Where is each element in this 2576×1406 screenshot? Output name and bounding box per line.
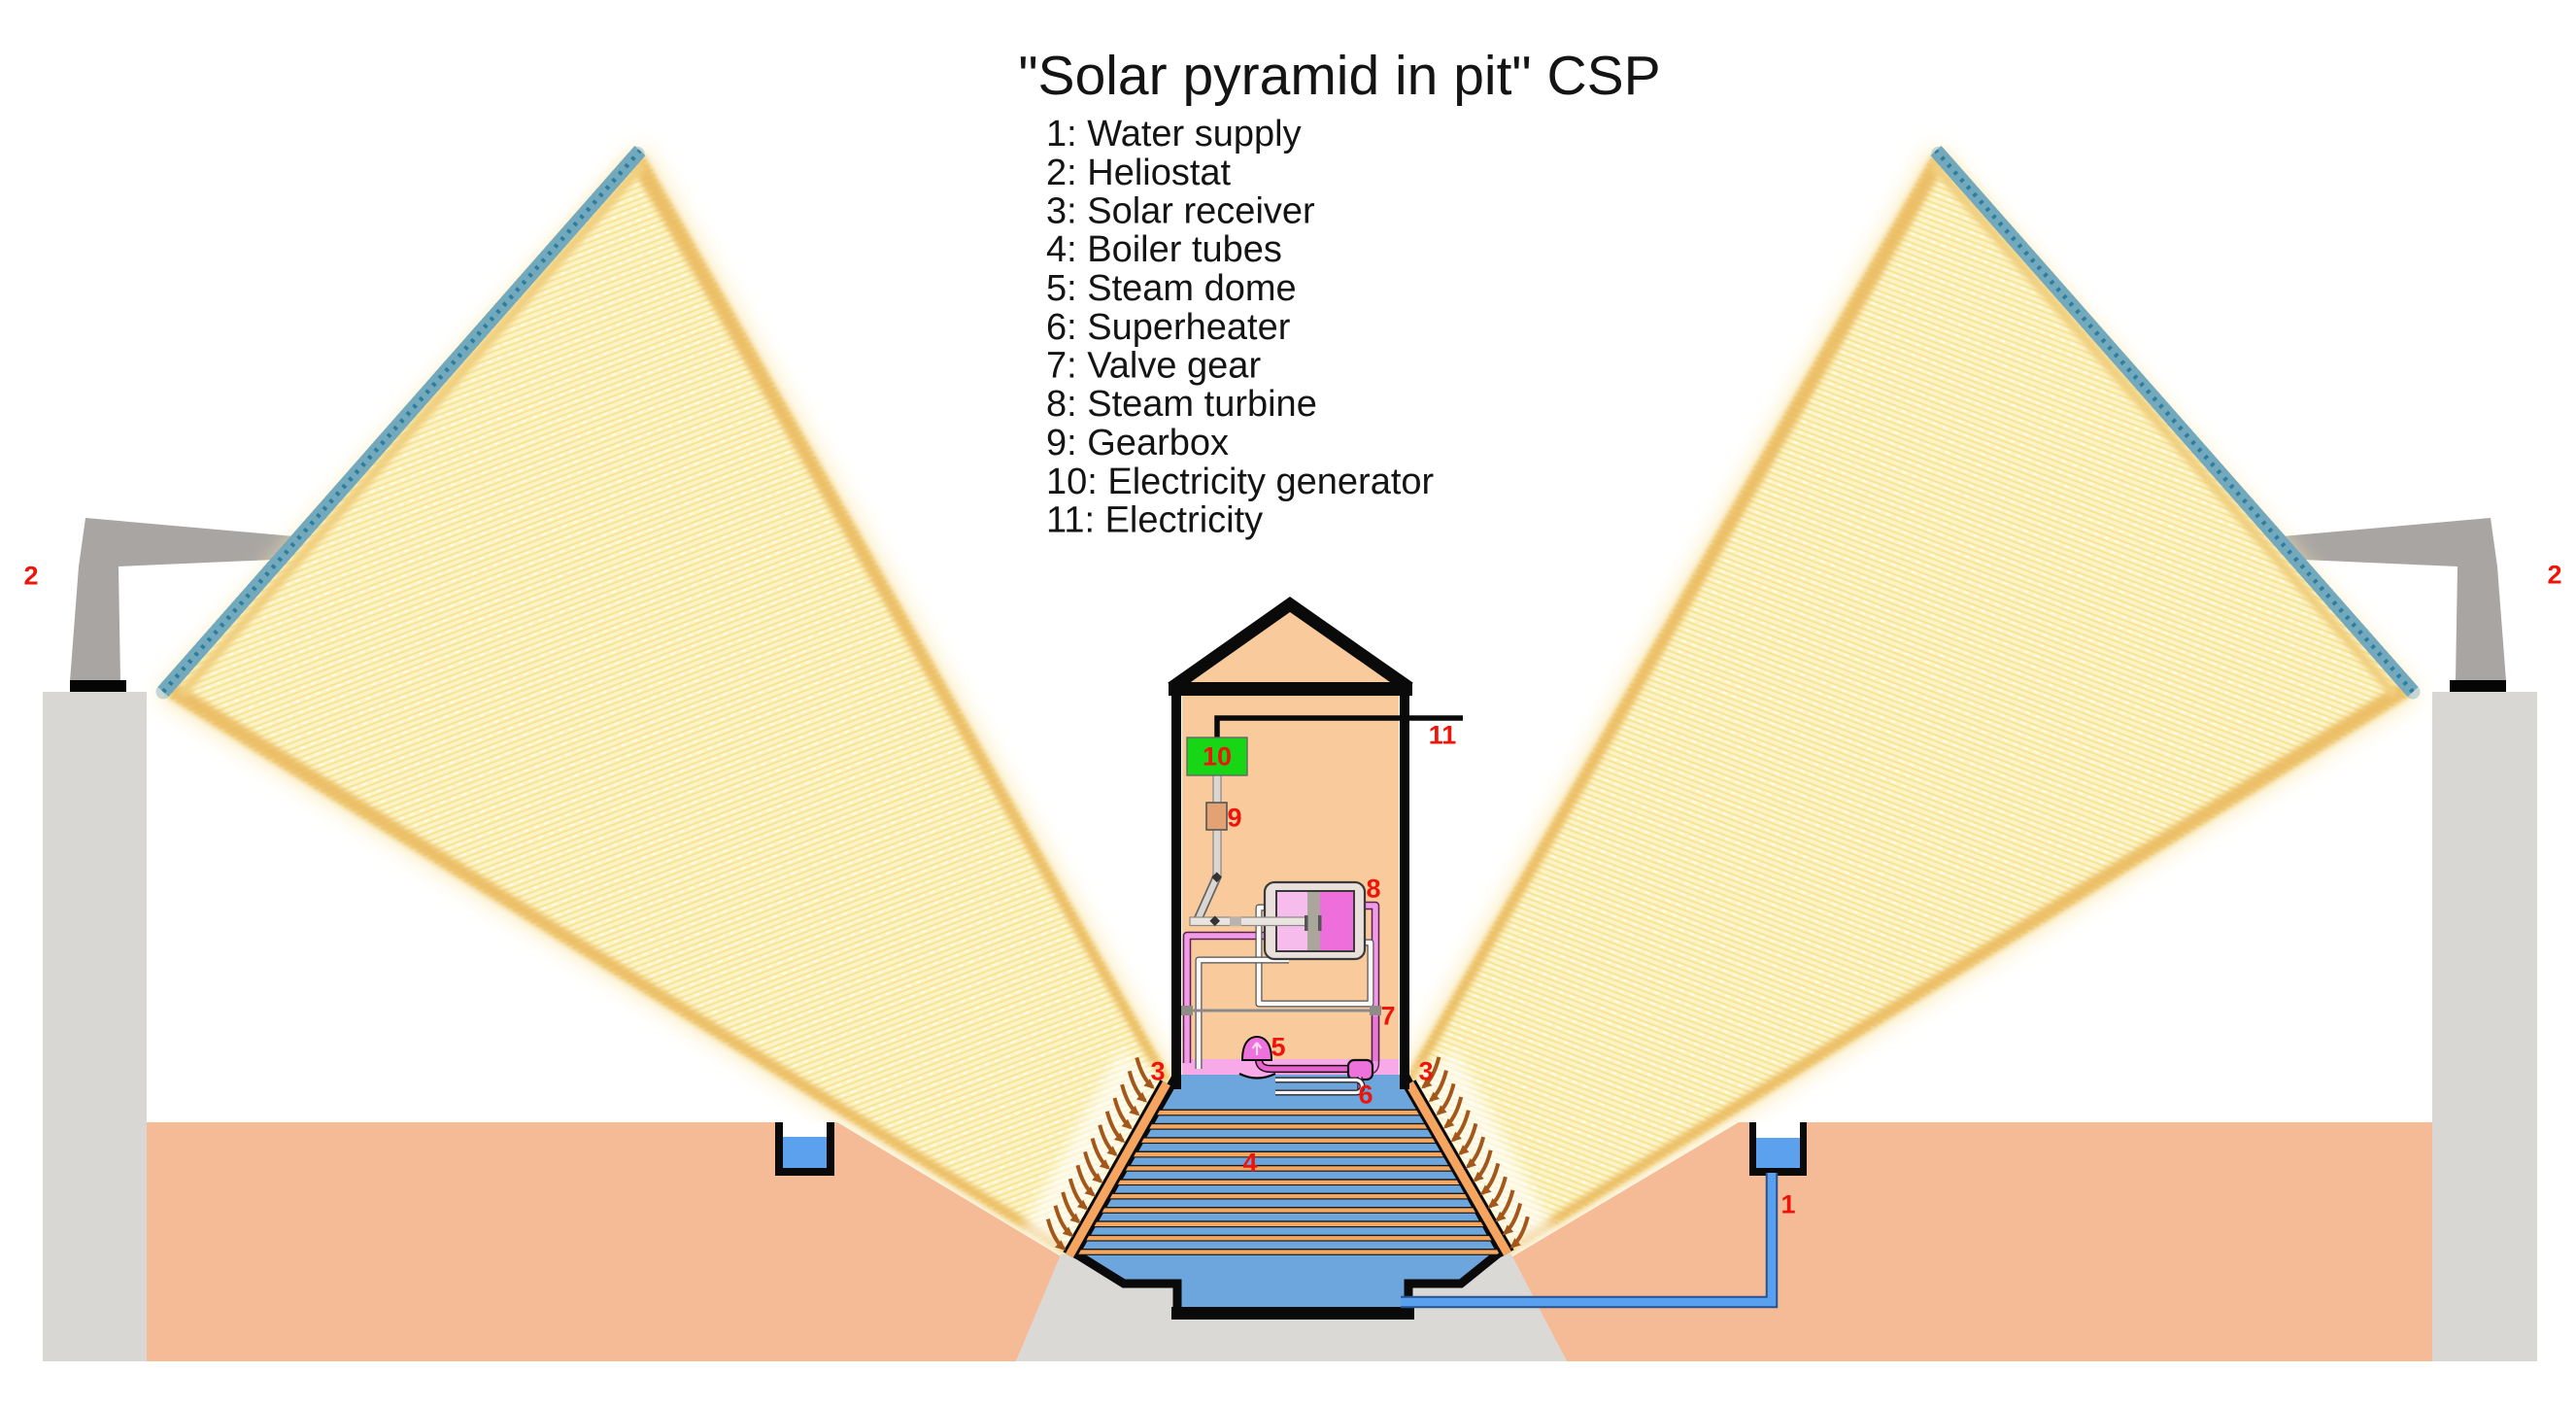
svg-text:4: Boiler tubes: 4: Boiler tubes xyxy=(1046,229,1282,270)
svg-text:3: 3 xyxy=(1418,1057,1433,1086)
svg-text:3: 3 xyxy=(1150,1057,1165,1086)
svg-text:5: Steam dome: 5: Steam dome xyxy=(1046,268,1297,309)
svg-text:6: 6 xyxy=(1358,1080,1373,1110)
svg-text:"Solar pyramid in pit" CSP: "Solar pyramid in pit" CSP xyxy=(1018,45,1660,107)
svg-text:7: Valve gear: 7: Valve gear xyxy=(1046,346,1261,387)
svg-text:8: 8 xyxy=(1366,874,1380,904)
svg-text:2: Heliostat: 2: Heliostat xyxy=(1046,153,1232,193)
svg-text:8: Steam turbine: 8: Steam turbine xyxy=(1046,384,1317,425)
svg-text:1: Water supply: 1: Water supply xyxy=(1046,114,1302,154)
svg-text:5: 5 xyxy=(1271,1033,1285,1062)
svg-text:3: Solar receiver: 3: Solar receiver xyxy=(1046,191,1315,232)
svg-text:10: 10 xyxy=(1203,742,1232,772)
svg-text:4: 4 xyxy=(1242,1149,1257,1178)
svg-text:9: 9 xyxy=(1227,804,1241,833)
svg-text:1: 1 xyxy=(1780,1190,1795,1219)
svg-text:11: 11 xyxy=(1429,721,1457,750)
svg-text:7: 7 xyxy=(1380,1002,1395,1031)
svg-text:10: Electricity generator: 10: Electricity generator xyxy=(1046,462,1435,502)
svg-text:6: Superheater: 6: Superheater xyxy=(1046,307,1291,348)
svg-text:2: 2 xyxy=(23,562,38,591)
svg-text:11: Electricity: 11: Electricity xyxy=(1046,500,1263,541)
svg-text:2: 2 xyxy=(2547,561,2561,590)
svg-text:9: Gearbox: 9: Gearbox xyxy=(1046,423,1229,463)
